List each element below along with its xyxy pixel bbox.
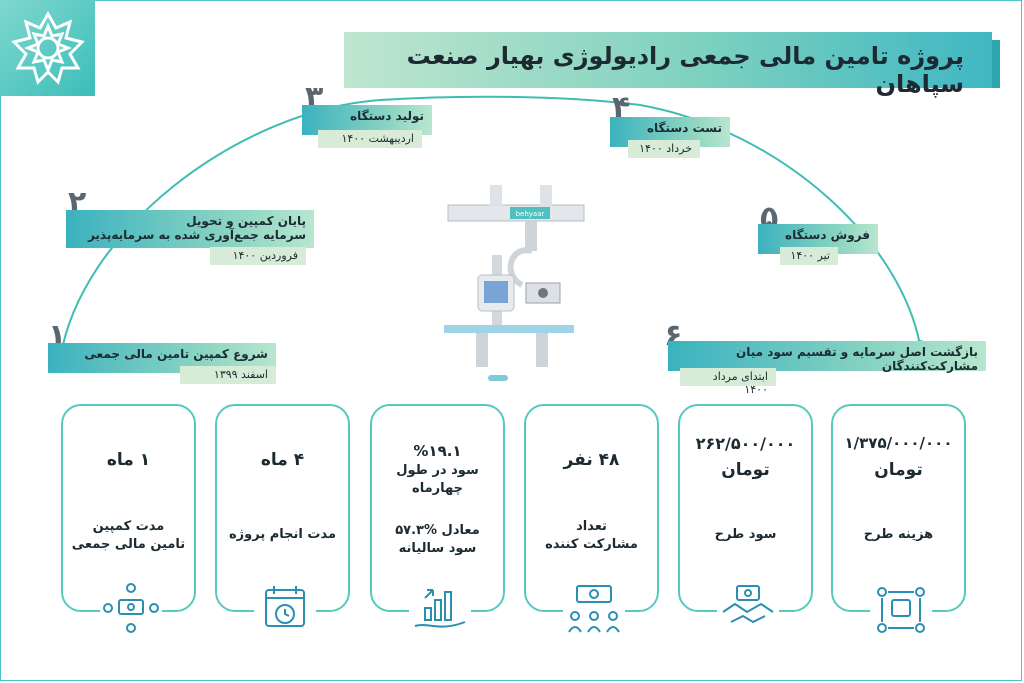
cost-cycle-icon bbox=[870, 582, 932, 638]
milestone-date-5: تیر ۱۴۰۰ bbox=[780, 247, 838, 265]
handshake-money-icon bbox=[717, 582, 779, 638]
stat-card-project-cost: ۱/۳۷۵/۰۰۰/۰۰۰ تومان هزینه طرح bbox=[831, 404, 966, 638]
stat-card-profit-percentage: %۱۹.۱ سود در طول چهارماه معادل %۵۷.۳ سود… bbox=[370, 404, 505, 638]
milestone-date-1: اسفند ۱۳۹۹ bbox=[180, 366, 276, 384]
milestone-number-4: ۴ bbox=[612, 90, 631, 125]
stat-card-participants: ۴۸ نفر تعداد مشارکت کننده bbox=[524, 404, 659, 638]
stat-card-project-duration: ۴ ماه مدت انجام پروژه bbox=[215, 404, 350, 638]
milestone-title-1: شروع کمپین تامین مالی جمعی bbox=[48, 343, 276, 373]
milestone-date-3: اردیبهشت ۱۴۰۰ bbox=[318, 130, 422, 148]
milestone-date-6: ابتدای مرداد ۱۴۰۰ bbox=[680, 368, 776, 396]
stat-card-campaign-duration: ۱ ماه مدت کمپین تامین مالی جمعی bbox=[61, 404, 196, 638]
radiology-device-illustration: behyaar bbox=[444, 185, 585, 381]
people-network-icon bbox=[563, 582, 625, 638]
logo bbox=[0, 0, 95, 96]
stat-card-project-profit: ۲۶۲/۵۰۰/۰۰۰ تومان سود طرح bbox=[678, 404, 813, 638]
milestone-date-4: خرداد ۱۴۰۰ bbox=[628, 140, 700, 158]
crowd-money-icon bbox=[100, 582, 162, 638]
page-title: پروژه تامین مالی جمعی رادیولوژی بهیار صن… bbox=[406, 42, 964, 98]
milestone-title-6: بازگشت اصل سرمایه و تقسیم سود میان مشارک… bbox=[668, 341, 986, 373]
growth-chart-hand-icon bbox=[409, 582, 471, 638]
milestone-date-2: فروردین ۱۴۰۰ bbox=[210, 247, 306, 265]
milestone-title-2: پایان کمپین و تحویل سرمایه جمع‌آوری شده … bbox=[66, 210, 314, 248]
calendar-clock-icon bbox=[254, 582, 316, 638]
logo-ornament-icon bbox=[11, 10, 85, 85]
device-brand-label: behyaar bbox=[516, 210, 545, 218]
title-banner: پروژه تامین مالی جمعی رادیولوژی بهیار صن… bbox=[344, 32, 1000, 98]
